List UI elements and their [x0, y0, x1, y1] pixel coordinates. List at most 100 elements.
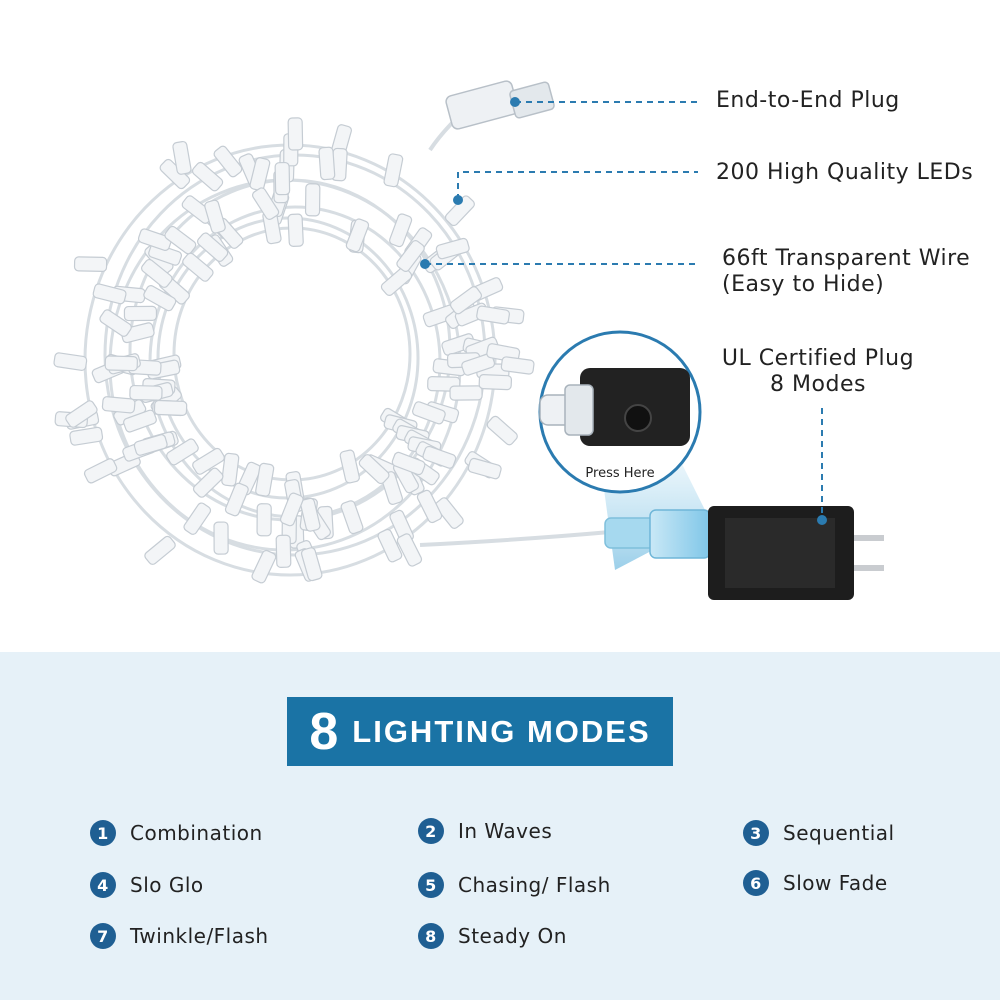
led-bulb [300, 547, 323, 582]
led-bulb [274, 161, 291, 196]
led-bulb [345, 218, 370, 253]
mode-label: In Waves [458, 819, 553, 843]
product-illustration [53, 80, 884, 600]
led-bulb [422, 445, 457, 469]
end-plug [428, 80, 555, 152]
led-bulb [434, 497, 464, 529]
led-bulb [391, 451, 426, 476]
led-bulb [304, 183, 321, 217]
led-bulb [478, 374, 513, 391]
mode-number-badge: 2 [418, 818, 444, 844]
mode-label: Slo Glo [130, 873, 204, 897]
led-bulb [104, 355, 138, 372]
callout-ul-line2: 8 Modes [770, 372, 866, 397]
led-bulb [133, 434, 168, 456]
led-bulb [389, 213, 413, 248]
led-bulb [172, 140, 192, 175]
led-bulb [467, 457, 502, 480]
mode-number-badge: 6 [743, 870, 769, 896]
led-bulb [213, 521, 229, 555]
led-bulb [249, 157, 271, 192]
led-bulb [141, 258, 173, 288]
led-bulb [153, 399, 188, 417]
led-bulb [299, 497, 321, 532]
led-bulb [83, 458, 118, 484]
callout-dots [420, 97, 827, 525]
led-bulb [339, 449, 360, 484]
callout-wire-line2: (Easy to Hide) [722, 272, 885, 297]
mode-number-badge: 5 [418, 872, 444, 898]
led-bulb [73, 256, 108, 272]
led-bulb [204, 199, 226, 234]
led-bulb [92, 283, 127, 305]
led-bulb [129, 384, 163, 401]
callout-wire-line1: 66ft Transparent Wire [722, 246, 971, 271]
led-bulb [275, 534, 292, 568]
mode-label: Sequential [783, 821, 895, 845]
led-bulb [449, 286, 483, 315]
led-bulb [221, 452, 240, 487]
led-bulb [53, 352, 88, 371]
controller-cord [419, 530, 611, 547]
led-bulb [476, 305, 510, 325]
led-bulb [69, 426, 104, 446]
led-bulb [191, 161, 224, 192]
led-bulb [435, 237, 470, 260]
led-bulb [416, 489, 443, 524]
led-bulb [396, 240, 425, 272]
led-bulbs [53, 117, 535, 584]
mode-number-badge: 1 [90, 820, 116, 846]
press-here-label: Press Here [585, 466, 655, 481]
callout-lines [425, 101, 823, 520]
banner-number: 8 [309, 702, 339, 761]
mode-number-badge: 3 [743, 820, 769, 846]
led-bulb [383, 153, 404, 188]
led-bulb [183, 502, 212, 535]
led-bulb [377, 528, 403, 563]
mode-number-badge: 7 [90, 923, 116, 949]
led-bulb [318, 146, 336, 181]
led-bulb [197, 232, 229, 262]
callout-ul-plug: UL Certified Plug 8 Modes [712, 346, 924, 398]
mode-number-badge: 4 [90, 872, 116, 898]
led-bulb [166, 438, 199, 466]
led-bulb [123, 305, 158, 322]
led-bulb [164, 225, 197, 255]
mode-item: 2 In Waves [418, 818, 552, 844]
led-bulb [449, 385, 483, 401]
led-bulb [144, 535, 176, 565]
mode-label: Twinkle/Flash [130, 924, 269, 948]
led-bulb [256, 503, 272, 537]
led-bulb [143, 285, 177, 312]
mode-item: 4 Slo Glo [90, 872, 204, 898]
led-bulb [137, 228, 172, 251]
led-bulb [101, 396, 136, 414]
led-bulb [99, 309, 132, 337]
led-bulb [251, 549, 277, 584]
controller-plug [604, 506, 884, 600]
banner-text: LIGHTING MODES [352, 713, 651, 749]
led-bulb [182, 252, 214, 282]
led-bulb [444, 195, 475, 227]
led-bulb [287, 213, 304, 247]
zoom-detail [538, 330, 702, 494]
mode-label: Slow Fade [783, 871, 888, 895]
led-bulb [65, 400, 98, 428]
mode-label: Combination [130, 821, 263, 845]
mode-item: 3 Sequential [743, 820, 895, 846]
mode-item: 5 Chasing/ Flash [418, 872, 611, 898]
led-bulb [213, 145, 243, 178]
led-bulb [255, 462, 275, 497]
led-bulb [192, 467, 224, 498]
led-bulb [224, 482, 249, 517]
callout-ul-line1: UL Certified Plug [721, 346, 915, 371]
callout-end-plug: End-to-End Plug [716, 88, 900, 113]
led-bulb [279, 492, 304, 527]
mode-item: 6 Slow Fade [743, 870, 888, 896]
led-bulb [123, 409, 157, 433]
mode-item: 8 Steady On [418, 923, 567, 949]
mode-label: Chasing/ Flash [458, 873, 611, 897]
led-bulb [251, 187, 280, 220]
callout-leds: 200 High Quality LEDs [716, 160, 974, 185]
led-bulb [396, 533, 423, 567]
